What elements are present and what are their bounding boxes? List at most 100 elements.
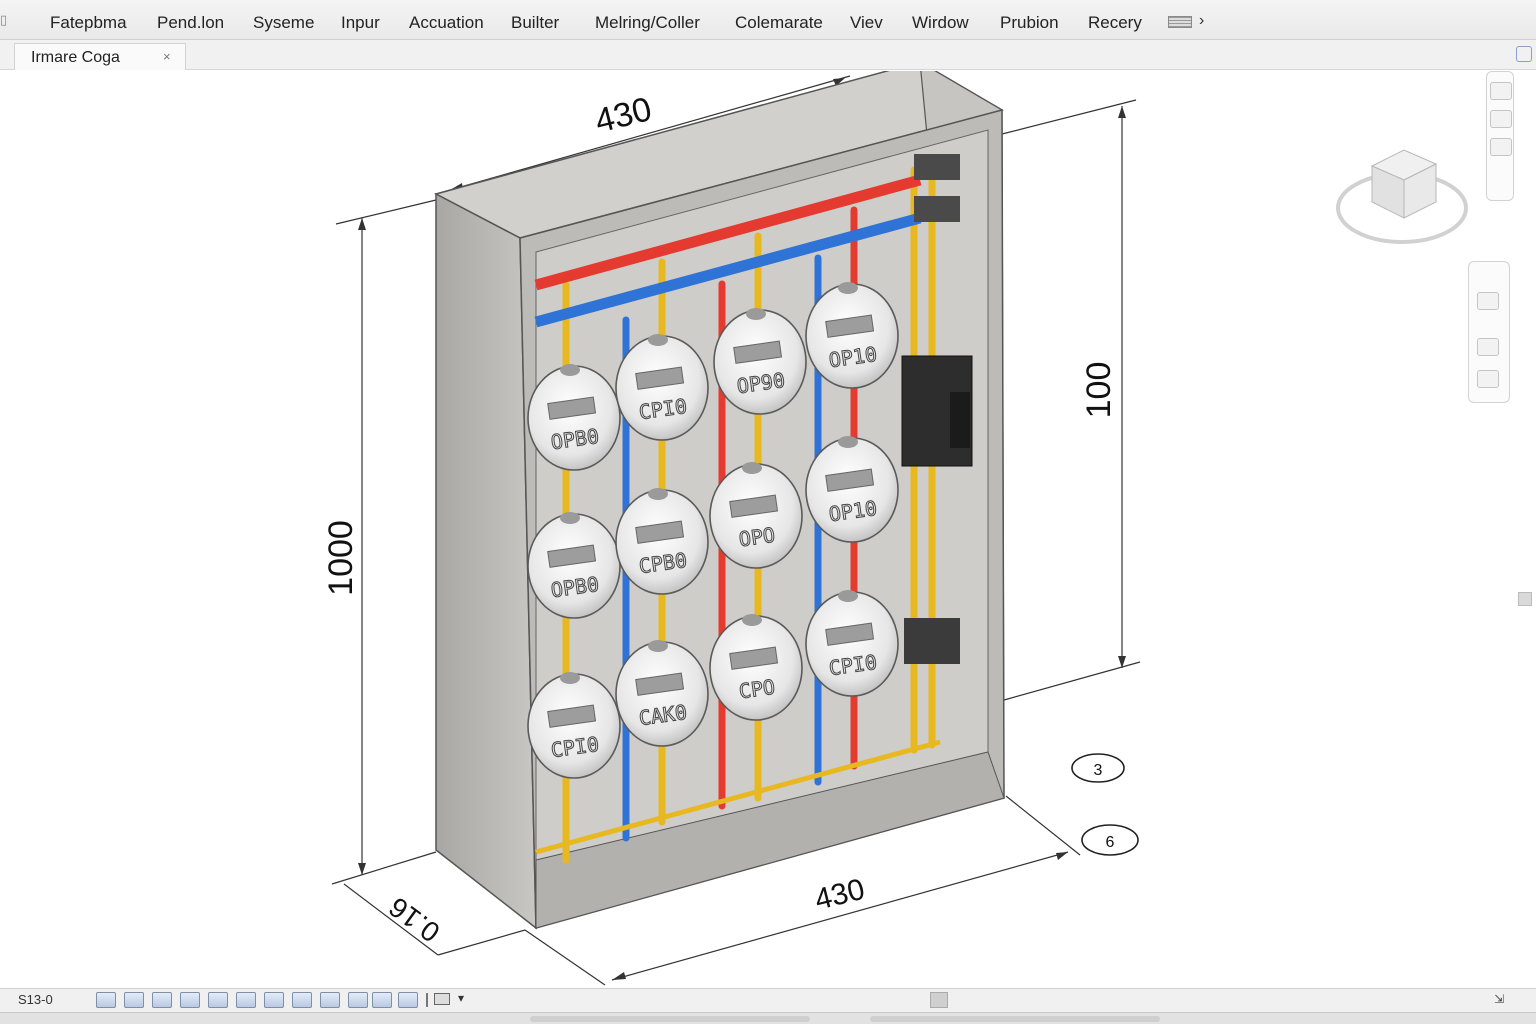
menu-item-8[interactable]: Colemarate bbox=[735, 13, 823, 32]
electric-meter: CPI0 bbox=[615, 334, 709, 441]
osnap-icon[interactable] bbox=[236, 992, 256, 1008]
dim-height-left: 1000 bbox=[322, 520, 360, 596]
tab-label: Irmare Coga bbox=[31, 49, 120, 66]
dimension-arrows bbox=[358, 78, 1126, 980]
menu-item-3[interactable]: Syseme bbox=[253, 13, 315, 32]
menu-item-7[interactable]: Melring/Coller bbox=[595, 13, 700, 32]
ducs-icon[interactable] bbox=[292, 992, 312, 1008]
meter-body bbox=[805, 437, 899, 543]
selection-cycle-icon[interactable] bbox=[398, 992, 418, 1008]
close-icon[interactable]: × bbox=[163, 49, 171, 64]
meter-terminal bbox=[560, 364, 580, 376]
view-tools-panel bbox=[1486, 71, 1514, 201]
meter-body bbox=[527, 513, 621, 619]
taskbar-segment bbox=[870, 1016, 1160, 1022]
fullscreen-icon[interactable]: ⇲ bbox=[1494, 992, 1505, 1006]
callout-balloon-1: 3 bbox=[1071, 753, 1125, 783]
coordinate-readout: S13-0 bbox=[18, 992, 53, 1007]
navigation-panel bbox=[1468, 261, 1510, 403]
meter-display bbox=[825, 468, 875, 492]
meter-display bbox=[825, 314, 875, 338]
menu-item-11[interactable]: Prubion bbox=[1000, 13, 1059, 32]
electric-meter: CAK0 bbox=[615, 640, 709, 747]
meter-display bbox=[635, 520, 685, 544]
electric-meter: CPI0 bbox=[527, 672, 621, 779]
dimension-lines bbox=[331, 75, 1141, 986]
workspace-icon[interactable] bbox=[434, 993, 450, 1005]
meter-terminal bbox=[560, 672, 580, 684]
document-tab-bar: Irmare Coga × bbox=[0, 40, 1536, 70]
meter-label: OPO bbox=[737, 523, 776, 552]
meter-body bbox=[805, 591, 899, 697]
meter-display bbox=[547, 396, 597, 420]
meter-label: CPB0 bbox=[637, 548, 688, 578]
taskbar-segment bbox=[530, 1016, 810, 1022]
menu-item-4[interactable]: Inpur bbox=[341, 13, 380, 32]
menu-item-6[interactable]: Builter bbox=[511, 13, 560, 32]
meter-body bbox=[527, 673, 621, 779]
meter-display bbox=[635, 672, 685, 696]
meter-terminal bbox=[838, 282, 858, 294]
chevron-right-icon[interactable]: › bbox=[1199, 12, 1205, 29]
electric-meter: CPI0 bbox=[805, 590, 899, 697]
lineweight-icon[interactable] bbox=[348, 992, 368, 1008]
dim-depth: 0.16 bbox=[383, 891, 445, 948]
meter-terminal bbox=[742, 462, 762, 474]
menu-item-1[interactable]: Fatepbma bbox=[50, 13, 127, 32]
meter-display bbox=[729, 646, 779, 670]
electric-meter: CPO bbox=[709, 614, 803, 721]
meter-display bbox=[547, 704, 597, 728]
meter-label: CPO bbox=[737, 675, 776, 704]
grid-icon[interactable] bbox=[124, 992, 144, 1008]
meter-body bbox=[805, 283, 899, 389]
circuit-breaker bbox=[901, 154, 973, 664]
meter-grid: OPB0CPI0OP90OP10OPB0CPB0OPOOP10CPI0CAK0C… bbox=[527, 282, 899, 779]
meter-body bbox=[527, 365, 621, 471]
meter-body bbox=[709, 463, 803, 569]
model-space-icon[interactable] bbox=[96, 992, 116, 1008]
meter-terminal bbox=[746, 308, 766, 320]
menu-gutter-icon: ▯ bbox=[0, 12, 8, 27]
meter-body bbox=[615, 641, 709, 747]
pan-tool-icon[interactable] bbox=[1490, 82, 1512, 100]
horizontal-scrollbar-thumb[interactable] bbox=[930, 992, 948, 1008]
status-bar: S13-0 ▾ ⇲ bbox=[0, 988, 1536, 1012]
window-restore-icon[interactable] bbox=[1516, 46, 1532, 62]
chevron-down-icon[interactable]: ▾ bbox=[458, 991, 465, 1005]
otrack-icon[interactable] bbox=[264, 992, 284, 1008]
polar-icon[interactable] bbox=[208, 992, 228, 1008]
meter-terminal bbox=[560, 512, 580, 524]
zoom-extents-icon[interactable] bbox=[1477, 338, 1499, 356]
electric-meter: OPB0 bbox=[527, 512, 621, 619]
ortho-icon[interactable] bbox=[180, 992, 200, 1008]
menu-item-9[interactable]: Viev bbox=[850, 13, 883, 32]
zoom-icon[interactable] bbox=[1490, 138, 1512, 156]
transparency-icon[interactable] bbox=[372, 992, 392, 1008]
dyn-icon[interactable] bbox=[320, 992, 340, 1008]
expand-icon[interactable] bbox=[1477, 370, 1499, 388]
menu-item-10[interactable]: Wirdow bbox=[912, 13, 969, 32]
callout-balloon-2: 6 bbox=[1081, 824, 1139, 856]
menu-item-12[interactable]: Recery bbox=[1088, 13, 1142, 32]
meter-body bbox=[615, 489, 709, 595]
tab-document[interactable]: Irmare Coga × bbox=[14, 43, 186, 70]
orbit-tool-icon[interactable] bbox=[1490, 110, 1512, 128]
steering-wheel-icon[interactable] bbox=[1477, 292, 1499, 310]
menu-item-2[interactable]: Pend.lon bbox=[157, 13, 225, 32]
meter-body bbox=[615, 335, 709, 441]
vertical-scrollbar-thumb[interactable] bbox=[1518, 592, 1532, 606]
callout-text-2: 6 bbox=[1106, 834, 1115, 851]
menu-bar: ▯ Fatepbma Pend.lon Syseme Inpur Accuati… bbox=[0, 0, 1536, 40]
electric-meter: OPO bbox=[709, 462, 803, 569]
meter-display bbox=[729, 494, 779, 518]
snap-icon[interactable] bbox=[152, 992, 172, 1008]
electric-meter: OPB0 bbox=[527, 364, 621, 471]
meter-terminal bbox=[838, 436, 858, 448]
menu-item-5[interactable]: Accuation bbox=[409, 13, 484, 32]
dim-height-right: 100 bbox=[1080, 362, 1118, 419]
meter-display bbox=[635, 366, 685, 390]
more-menu-icon[interactable] bbox=[1168, 16, 1192, 28]
main-pipes bbox=[534, 174, 941, 855]
meter-terminal bbox=[648, 640, 668, 652]
